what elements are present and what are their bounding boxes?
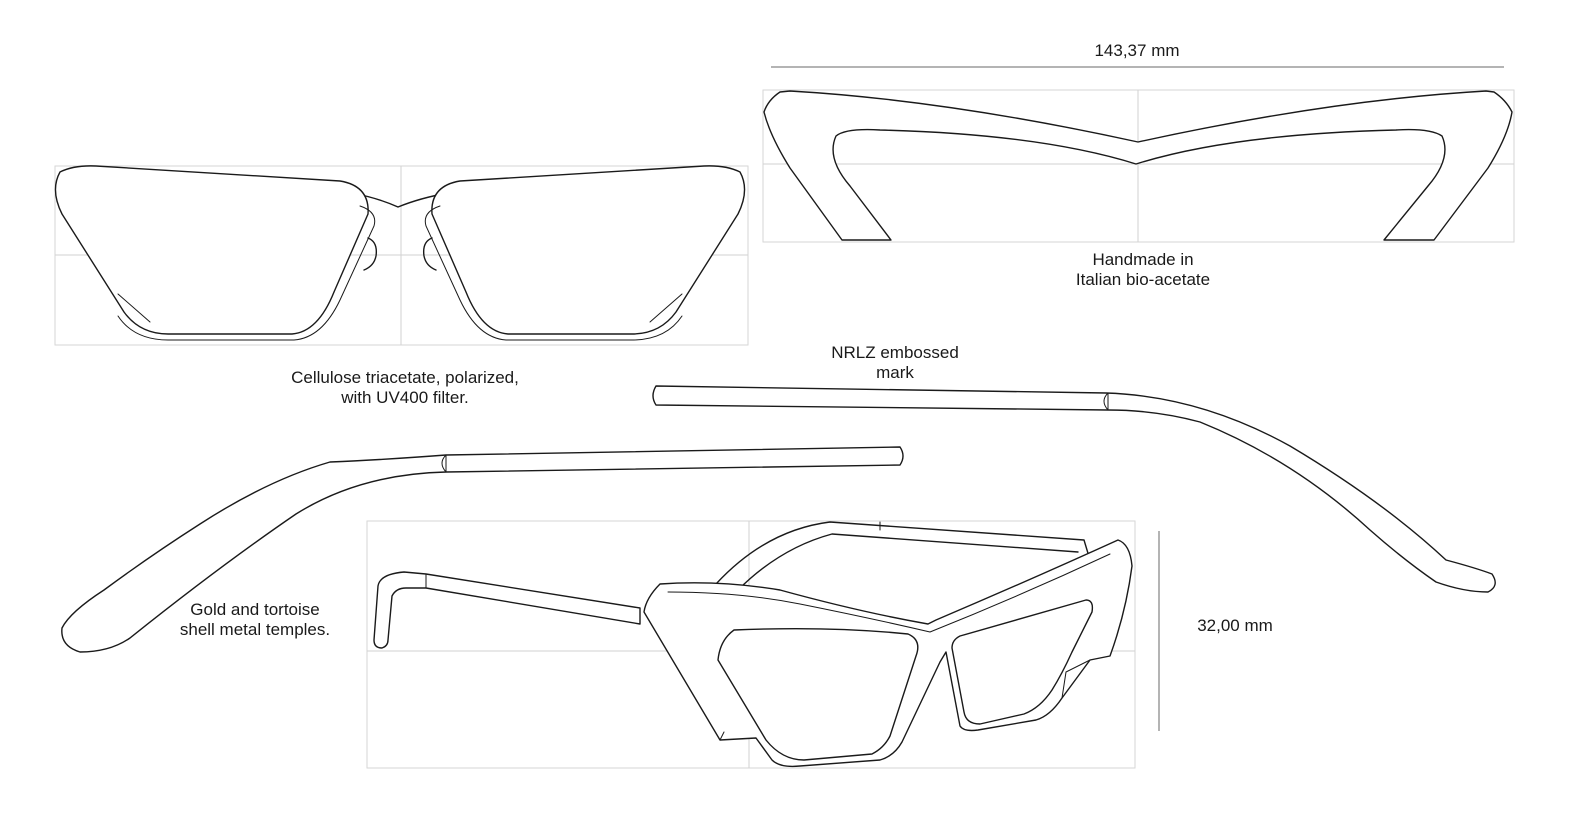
top-view [762,66,1515,243]
frame-material-line-1: Handmade in [1092,250,1194,269]
lens-material-line-2: with UV400 filter. [341,388,469,407]
front-right-lens-rim [424,205,683,341]
front-left-lens-accent [117,293,151,323]
width-dimension-label: 143,37 mm [1094,41,1180,60]
perspective-view [366,520,1160,769]
right-temple [652,385,1496,593]
right-temple-joint-cap [1103,392,1109,411]
frame-material-note: Handmade in Italian bio-acetate [1000,250,1286,290]
front-left-nose-pad [363,237,378,271]
perspective-far-temple-inner [737,533,1079,591]
front-bridge [351,192,449,208]
lens-material-line-1: Cellulose triacetate, polarized, [291,368,519,387]
perspective-far-temple [715,521,1091,585]
front-view [54,165,749,346]
emboss-note: NRLZ embossed mark [775,343,1015,383]
perspective-right-lens [951,599,1094,725]
temples-line-2: shell metal temples. [179,620,331,639]
right-temple-arm [652,385,1496,593]
top-view-frame-outline [763,90,1513,241]
left-temple-arm [61,446,904,653]
frame-material-line-2: Italian bio-acetate [1075,270,1211,289]
perspective-right-side-step [1061,659,1091,699]
perspective-left-lens [717,627,919,761]
perspective-left-lower-edge [719,731,725,741]
lens-material-note: Cellulose triacetate, polarized, with UV… [235,368,575,408]
temples-note: Gold and tortoise shell metal temples. [140,600,370,640]
front-right-lens-accent [649,293,683,323]
front-right-nose-pad [422,237,437,271]
emboss-line-2: mark [876,363,914,382]
front-right-lens [431,165,746,335]
height-dimension-label: 32,00 mm [1197,616,1273,635]
left-temple [61,446,904,653]
emboss-line-1: NRLZ embossed [831,343,959,362]
front-left-lens [54,165,369,335]
front-left-lens-rim [117,205,376,341]
temples-line-1: Gold and tortoise [190,600,320,619]
left-temple-joint-cap [441,454,447,473]
perspective-frame-front [643,539,1133,768]
perspective-near-temple [373,571,641,649]
perspective-frame-top-rim [667,553,1111,633]
perspective-view-bounding-box [366,520,1136,769]
